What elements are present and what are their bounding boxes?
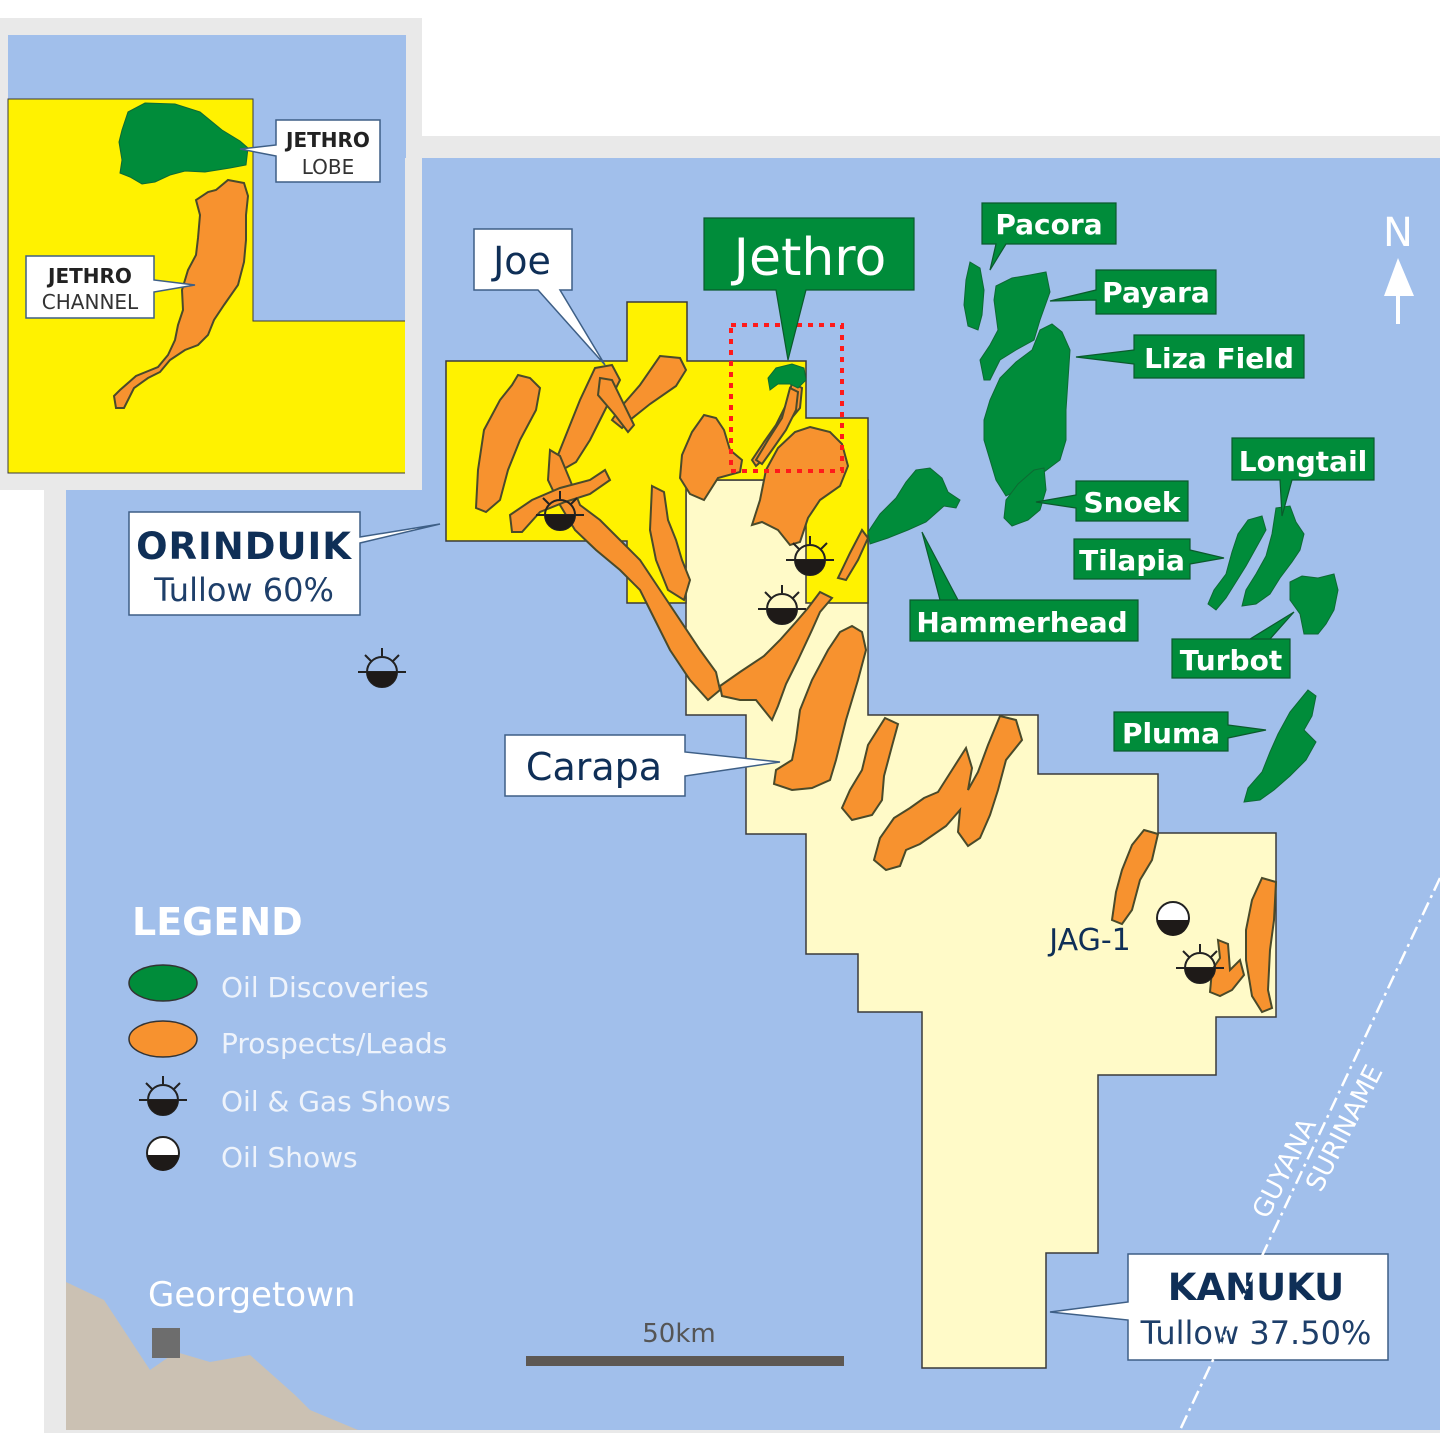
kanuku-share: Tullow 37.50% xyxy=(1140,1314,1372,1352)
tilapia-label: Tilapia xyxy=(1079,544,1185,577)
orinduik-callout xyxy=(128,511,441,616)
liza-callout xyxy=(1075,334,1305,379)
pluma-label: Pluma xyxy=(1122,717,1220,750)
hammerhead-label: Hammerhead xyxy=(916,606,1127,639)
oil-show-marker xyxy=(1156,901,1190,937)
longtail-label: Longtail xyxy=(1239,445,1368,478)
tilapia-callout xyxy=(1073,538,1225,580)
scale-label: 50km xyxy=(642,1319,715,1349)
joe-callout xyxy=(473,228,606,366)
border-line xyxy=(1178,877,1440,1431)
discoveries-layer xyxy=(867,261,1339,803)
georgetown-label: Georgetown xyxy=(148,1275,355,1315)
inset-channel-label-2: CHANNEL xyxy=(42,290,139,314)
payara-label: Payara xyxy=(1102,276,1210,309)
legend-item-label: Oil Shows xyxy=(221,1141,358,1174)
inset-lobe-callout xyxy=(239,119,381,183)
prospect-legend-icon xyxy=(128,1020,198,1058)
jethro-lobe-shape xyxy=(767,363,807,391)
pacora-label: Pacora xyxy=(995,208,1102,241)
oil-discovery-legend-icon xyxy=(128,964,198,1002)
prospects-layer xyxy=(474,354,1278,1014)
inset-channel-callout xyxy=(25,255,196,319)
turbot-label: Turbot xyxy=(1180,644,1282,677)
longtail-callout xyxy=(1231,437,1375,517)
inset-map: JETHRO LOBE JETHRO CHANNEL xyxy=(0,18,422,490)
oil-show-legend-icon xyxy=(146,1136,180,1172)
pacora-callout xyxy=(981,202,1117,271)
inset-jethro-channel-shape xyxy=(112,178,250,409)
coastline-land xyxy=(66,1282,358,1430)
north-arrow: N xyxy=(1383,210,1414,324)
jethro-channel-shape xyxy=(754,386,800,466)
snoek-label: Snoek xyxy=(1084,486,1182,519)
pluma-callout xyxy=(1113,711,1267,752)
liza-label: Liza Field xyxy=(1144,342,1294,375)
inset-lobe-label-1: JETHRO xyxy=(284,128,370,152)
jag1-well-label: JAG-1 xyxy=(1047,923,1130,958)
georgetown-city-icon xyxy=(152,1328,180,1358)
legend-item-label: Oil Discoveries xyxy=(221,971,429,1004)
payara-callout xyxy=(1049,269,1217,315)
carapa-label: Carapa xyxy=(526,745,662,789)
inset-channel-label-1: JETHRO xyxy=(46,264,132,288)
legend: LEGEND Oil Discoveries Prospects/Leads O… xyxy=(128,900,451,1174)
kanuku-callout xyxy=(1049,1253,1389,1361)
inset-jethro-lobe-shape xyxy=(118,102,249,185)
north-label: N xyxy=(1383,210,1413,256)
legend-title: LEGEND xyxy=(132,900,303,944)
hammerhead-callout xyxy=(909,531,1139,642)
kanuku-block-name: KANUKU xyxy=(1168,1266,1344,1309)
turbot-callout xyxy=(1171,611,1295,679)
carapa-callout xyxy=(504,734,781,797)
scale-bar xyxy=(526,1356,844,1366)
inset-lobe-label-2: LOBE xyxy=(302,155,355,179)
north-arrow-icon xyxy=(1384,258,1414,296)
legend-item-label: Oil & Gas Shows xyxy=(221,1085,451,1118)
legend-item-label: Prospects/Leads xyxy=(221,1027,447,1060)
joe-label: Joe xyxy=(491,239,551,283)
jethro-label: Jethro xyxy=(731,228,887,288)
orinduik-block-name: ORINDUIK xyxy=(136,525,352,568)
jethro-callout xyxy=(703,217,915,361)
snoek-callout xyxy=(1035,480,1189,522)
orinduik-share: Tullow 60% xyxy=(153,571,334,609)
